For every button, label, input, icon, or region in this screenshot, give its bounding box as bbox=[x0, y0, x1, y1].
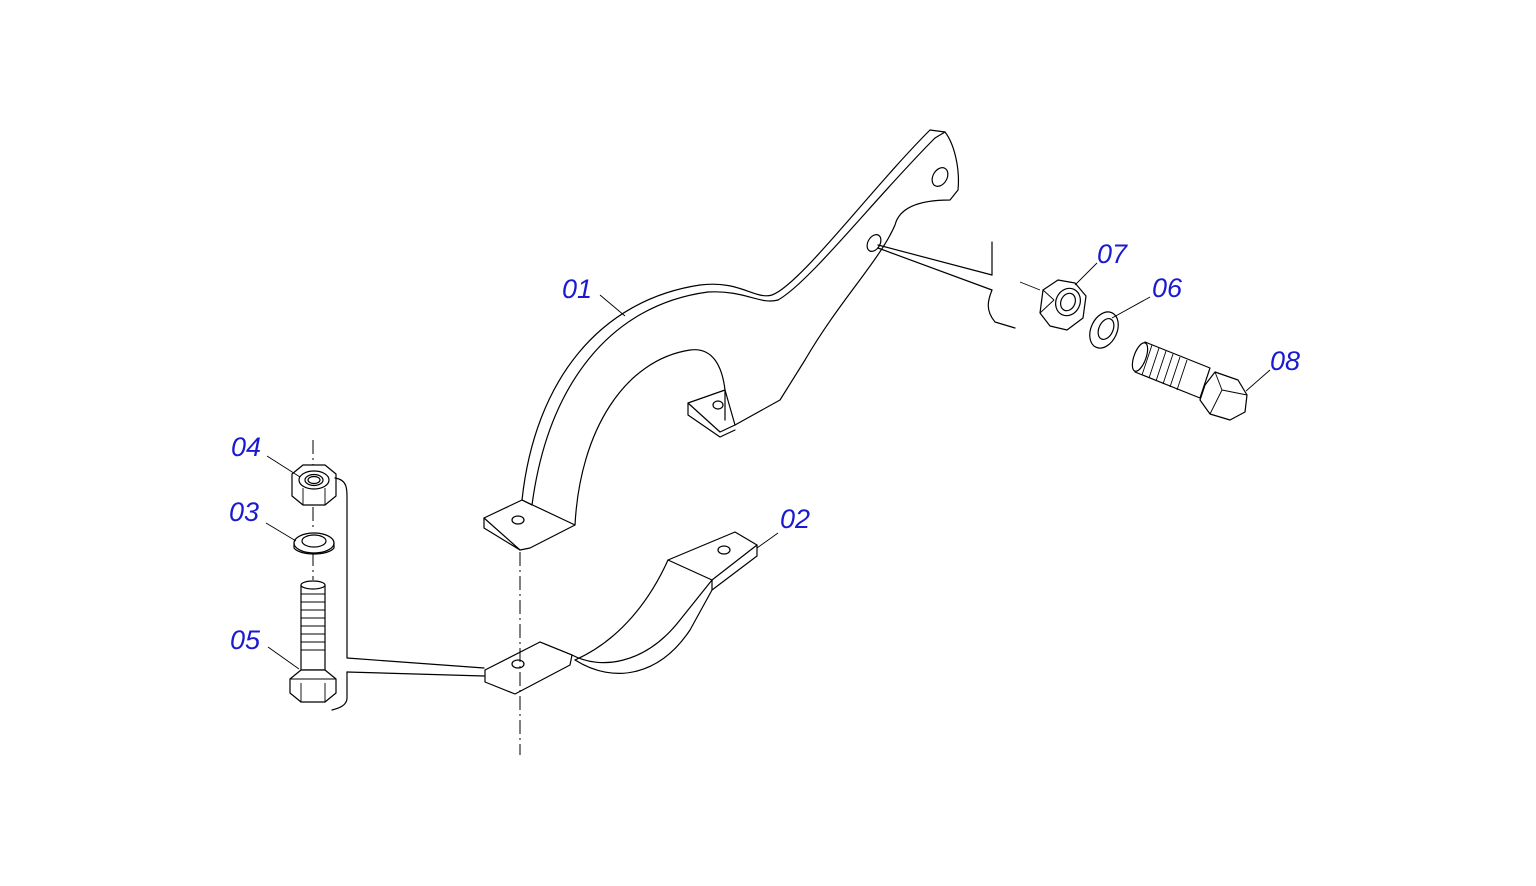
left-bolt-assembly bbox=[289, 440, 485, 711]
part-01-upper-bracket bbox=[483, 129, 960, 551]
part-02-lower-strap bbox=[484, 531, 758, 695]
callout-01: 01 bbox=[562, 274, 592, 304]
callout-05: 05 bbox=[230, 625, 261, 655]
callout-06: 06 bbox=[1152, 273, 1183, 303]
right-bolt-assembly bbox=[877, 241, 1248, 421]
part-07-nut bbox=[1039, 279, 1087, 331]
part-05-bolt bbox=[289, 580, 337, 703]
part-04-nut bbox=[291, 464, 337, 506]
callout-04: 04 bbox=[231, 432, 261, 462]
callout-03: 03 bbox=[229, 497, 259, 527]
part-03-washer bbox=[293, 532, 335, 555]
callout-08: 08 bbox=[1270, 346, 1300, 376]
callout-leaders bbox=[265, 262, 1271, 670]
part-06-washer bbox=[1089, 311, 1119, 349]
part-08-bolt bbox=[1131, 341, 1248, 421]
callout-02: 02 bbox=[780, 504, 810, 534]
callout-07: 07 bbox=[1097, 239, 1128, 269]
